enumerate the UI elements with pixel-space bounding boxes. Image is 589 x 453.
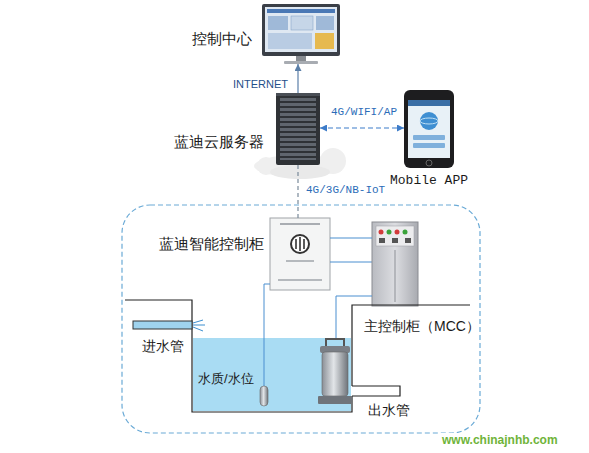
phone-node: Mobile APP [404,90,454,168]
monitor-base [284,61,318,64]
indicator-lamp [387,230,392,235]
node-label: 控制中心 [192,30,252,48]
pipe-label: 进水管 [140,338,186,355]
mcc-body [372,222,418,306]
connector [320,127,404,128]
cabinet-print [280,223,320,225]
tank-wall [125,300,470,412]
monitor-screen [265,7,337,52]
connector [330,237,372,238]
server-tower [276,93,320,165]
app-header [408,100,450,106]
pump-body [322,352,348,396]
server-node: 蓝迪云服务器 [276,93,320,165]
node-label: 蓝迪智能控制柜 [159,235,264,253]
mcc-gauge [379,238,385,243]
control-wire [330,262,372,263]
door-seam [395,250,396,302]
screen-panel [268,16,288,30]
indicator-lamp [395,230,400,235]
cabinet-body [270,218,330,290]
app-button [413,135,445,140]
app-globe [420,118,438,124]
sensor-label: 水质/水位 [196,371,256,387]
edge-label: 4G/3G/NB-IoT [305,184,386,197]
watermark: www.chinajnhb.com [440,433,560,447]
water [193,338,351,411]
pump-base [318,396,352,404]
server-top [276,93,320,96]
cabinet-logo [291,235,309,253]
indicator-lamp [379,230,384,235]
screen-header [267,9,335,13]
mcc-panel [376,226,414,246]
edge-label: INTERNET [232,78,289,91]
sensor-cable [264,284,270,387]
app-button [413,143,445,148]
mcc-node: 主控制柜（MCC） [372,222,418,306]
screen-panel [315,33,334,49]
pump-handle [326,339,344,346]
indicator-lamp [403,230,408,235]
app-globe [420,112,438,130]
cabinet-logo [296,237,304,251]
edge-label: 4G/WIFI/AP [330,106,398,119]
node-label: Mobile APP [390,173,468,189]
monitor-frame [262,4,340,56]
sensor-probe [260,386,268,406]
mcc-gauge [392,238,398,243]
mcc-gauge [405,238,411,243]
node-label: 主控制柜（MCC） [364,318,480,335]
home-button [426,160,432,166]
pipe-label: 出水管 [366,402,412,419]
cabinet-print [286,260,314,262]
screen-panel [316,16,334,30]
connector [297,165,298,218]
inlet-pipe [133,321,192,329]
node-label: 蓝迪云服务器 [174,133,264,151]
phone-body [404,90,454,168]
phone-screen [408,100,450,158]
connector [297,64,298,93]
cloud [270,165,330,179]
cabinet-print [278,279,322,281]
site-region [122,205,480,433]
cabinet-node: 蓝迪智能控制柜 [270,218,330,290]
outlet-pipe [352,386,400,396]
water-spray [193,320,205,331]
screen-panel [268,33,312,49]
monitor-neck [296,56,306,61]
drive-bays [280,98,316,160]
monitor-node: 控制中心 [262,4,340,64]
screen-panel [291,16,313,30]
